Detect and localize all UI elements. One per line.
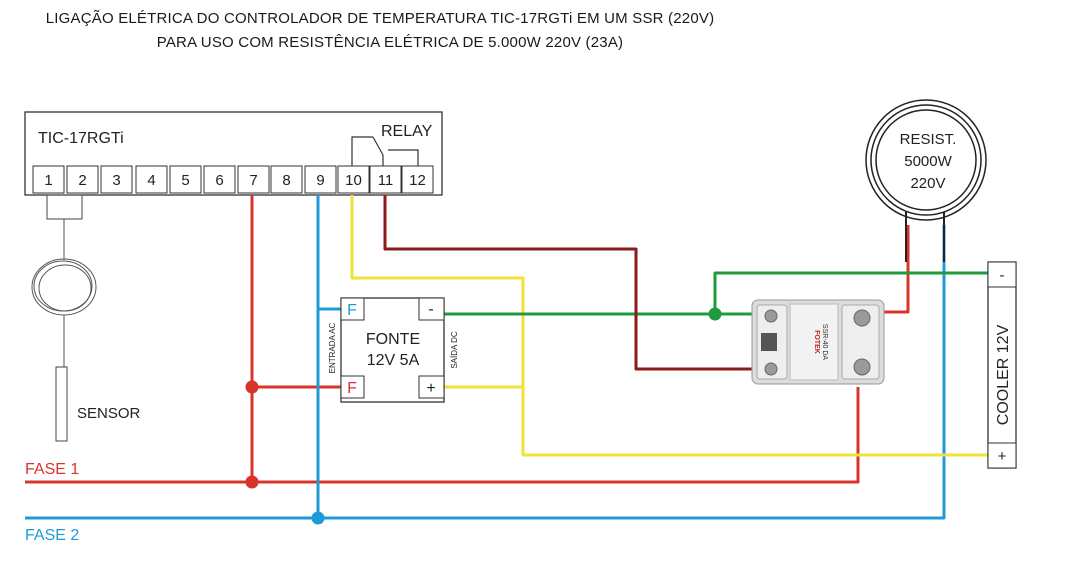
wire-cooler-minus-green [713, 271, 988, 314]
wire-fase2 [25, 225, 946, 520]
resistor-line3: 220V [910, 175, 945, 192]
fonte-f-bottom: F [347, 380, 357, 397]
terminal-2: 2 [78, 172, 86, 189]
relay-label: RELAY [381, 123, 433, 140]
solid-state-relay: FOTEK SSR-40 DA [751, 299, 885, 385]
terminal-box-4 [135, 165, 168, 194]
terminal-10: 10 [345, 172, 362, 189]
terminal-box-8 [270, 165, 303, 194]
fonte-minus: - [428, 301, 433, 318]
sensor-label: SENSOR [77, 405, 141, 422]
terminal-6: 6 [215, 172, 223, 189]
terminal-box-1 [32, 165, 65, 194]
wire-resistor-red [878, 225, 910, 314]
controller-name: TIC-17RGTi [38, 130, 124, 147]
phase1-label: FASE 1 [25, 461, 79, 478]
ssr-brand: FOTEK [813, 330, 820, 354]
ssr-model: SSR-40 DA [821, 324, 828, 361]
terminal-5: 5 [181, 172, 189, 189]
fonte-f-top: F [347, 302, 357, 319]
terminal-8: 8 [282, 172, 290, 189]
fonte-output-label: SAÍDA DC [450, 331, 459, 369]
resistor-line2: 5000W [904, 153, 952, 170]
terminal-11: 11 [378, 172, 394, 189]
terminal-7: 7 [249, 172, 257, 189]
power-supply-fonte: F F - + FONTE 12V 5A ENTRADA AC SAÍDA DC [328, 297, 459, 403]
wire-terminal10-yellow [350, 195, 988, 457]
terminal-box-6 [203, 165, 236, 194]
terminal-box-10 [337, 165, 370, 194]
terminal-4: 4 [147, 172, 155, 189]
wire-terminal11-darkred [383, 195, 771, 371]
terminal-box-3 [100, 165, 133, 194]
terminal-3: 3 [112, 172, 120, 189]
terminal-12: 12 [409, 172, 426, 189]
terminal-1: 1 [44, 172, 52, 189]
temperature-sensor [31, 194, 97, 442]
junction-dot-fonte-red [245, 380, 259, 394]
terminal-box-5 [169, 165, 202, 194]
terminal-box-12 [401, 165, 434, 194]
resistor-coil [865, 99, 987, 262]
wire-fase1 [25, 387, 860, 484]
resistor-line1: RESIST. [900, 131, 957, 148]
junction-dot-fase1-red [245, 475, 259, 489]
fonte-name: FONTE [366, 331, 420, 348]
fonte-plus: + [426, 380, 435, 397]
junction-dot-fase2-blue [311, 511, 325, 525]
terminal-box-2 [66, 165, 99, 194]
cooler-label: COOLER 12V [995, 324, 1012, 425]
cooler-minus: - [1000, 267, 1005, 284]
fonte-spec: 12V 5A [367, 352, 420, 369]
phase2-label: FASE 2 [25, 527, 79, 544]
relay-symbol [351, 136, 419, 166]
cooler-plus: + [998, 448, 1007, 465]
fonte-input-label: ENTRADA AC [328, 322, 337, 373]
junction-dot-green [708, 307, 722, 321]
cooler-12v: - + COOLER 12V [987, 261, 1017, 469]
diagram-title-line2: PARA USO COM RESISTÊNCIA ELÉTRICA DE 5.0… [156, 34, 624, 51]
diagram-title-line1: LIGAÇÃO ELÉTRICA DO CONTROLADOR DE TEMPE… [45, 10, 715, 27]
terminal-box-9 [304, 165, 337, 194]
terminal-box-11 [369, 165, 402, 194]
terminal-box-7 [237, 165, 270, 194]
terminal-9: 9 [316, 172, 324, 189]
